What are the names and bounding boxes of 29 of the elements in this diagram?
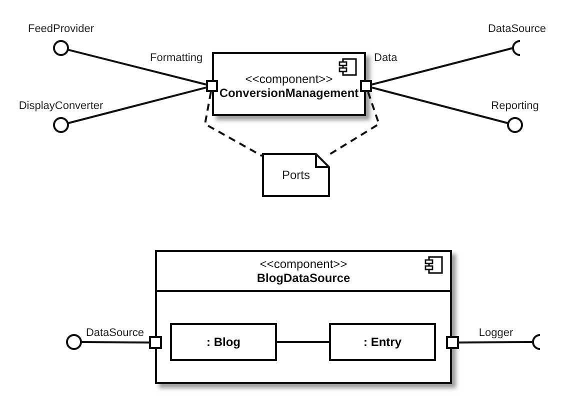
interface-label: FeedProvider xyxy=(28,23,94,36)
stereotype-label: <<component>> xyxy=(260,257,348,271)
port-label: Formatting xyxy=(150,52,203,64)
component-name: BlogDataSource xyxy=(256,271,350,285)
interface-label: Reporting xyxy=(491,100,539,113)
port-square xyxy=(360,80,372,92)
port-square xyxy=(149,336,162,349)
connector-line xyxy=(372,86,508,124)
edge-label: Logger xyxy=(478,327,514,340)
part-box: : Entry xyxy=(329,323,436,361)
stereotype-label: <<component>> xyxy=(245,72,333,86)
connector-line xyxy=(68,48,206,86)
connector-line xyxy=(372,47,514,86)
connector-line xyxy=(68,86,206,124)
component-name: ConversionManagement xyxy=(219,86,359,100)
connector-line xyxy=(277,341,329,343)
port-square xyxy=(206,80,218,92)
component-box xyxy=(155,250,452,384)
connector-line xyxy=(459,341,533,344)
dashed-connector xyxy=(204,92,262,157)
port-label: Data xyxy=(374,52,398,64)
part-box: : Blog xyxy=(170,323,277,361)
connector-line xyxy=(81,341,149,344)
interface-label: DataSource xyxy=(488,23,546,36)
interface-label: DisplayConverter xyxy=(18,100,104,113)
component-box xyxy=(212,52,366,116)
port-square xyxy=(446,336,459,349)
edge-label: DataSource xyxy=(84,327,146,340)
dashed-connector xyxy=(329,92,380,155)
